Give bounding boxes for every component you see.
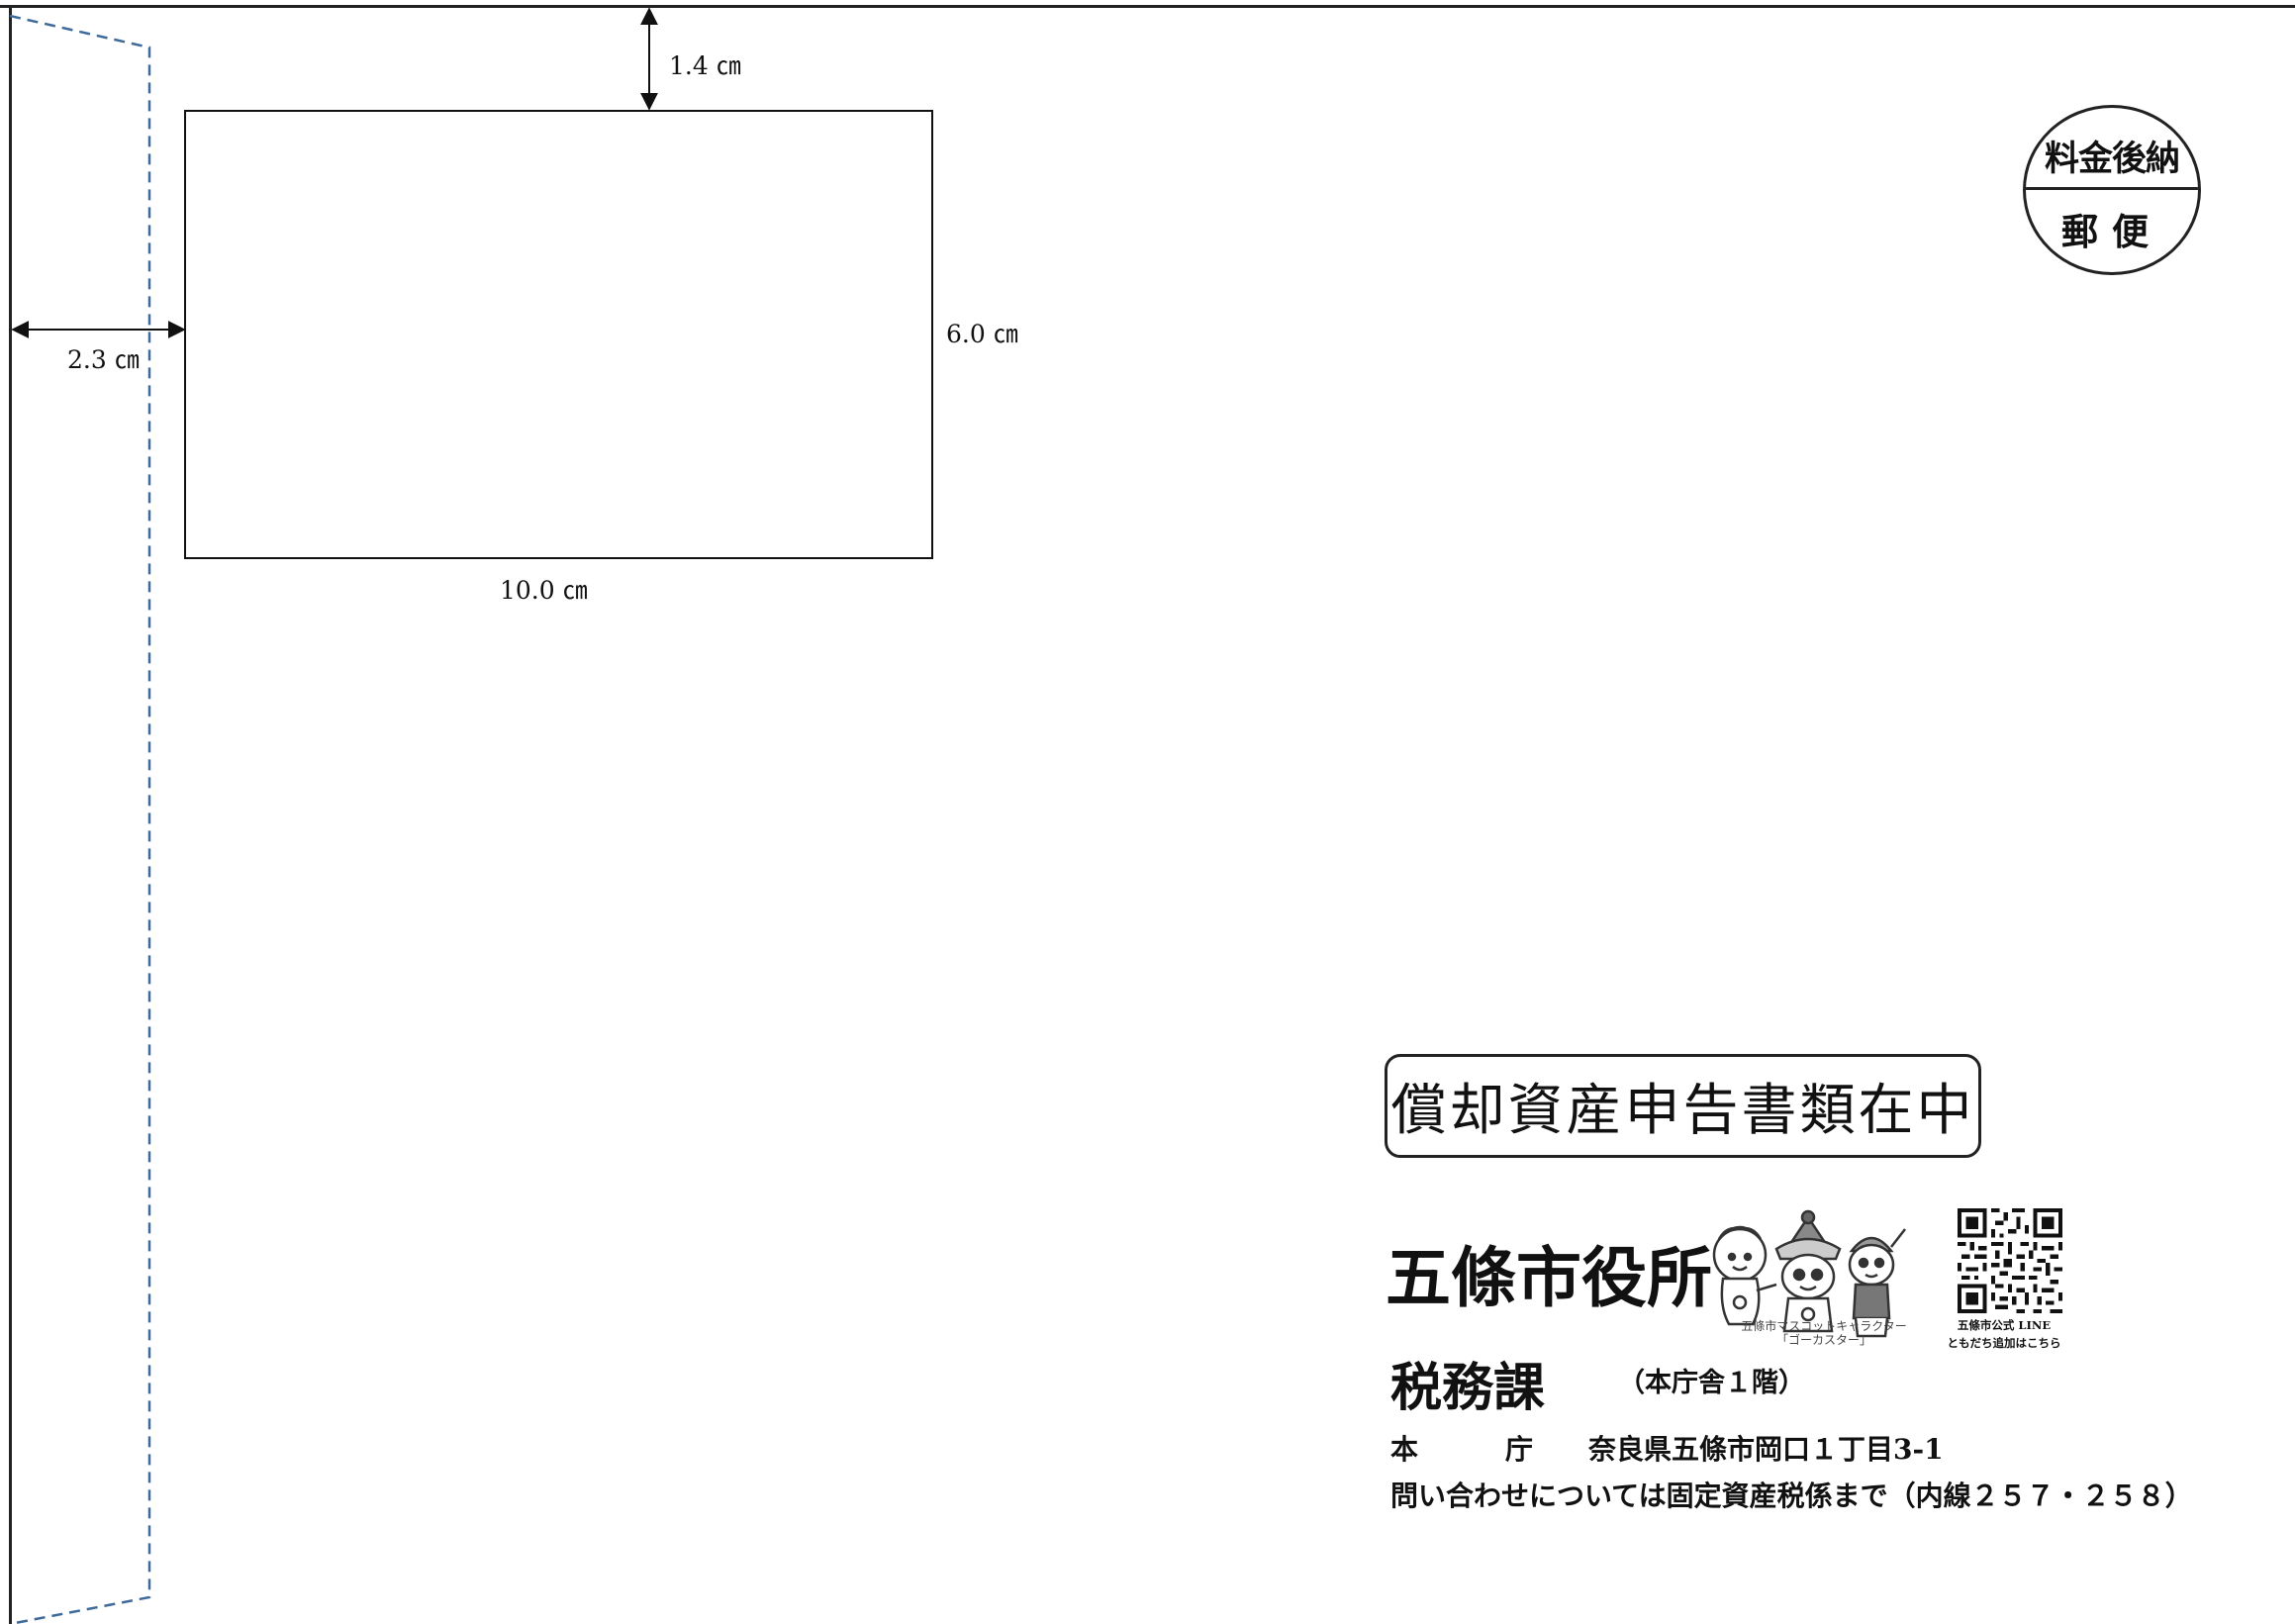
address-label-1: 本 bbox=[1390, 1433, 1419, 1466]
city-office-name: 五條市役所 bbox=[1386, 1239, 1712, 1316]
address-label-2: 庁 bbox=[1505, 1433, 1534, 1466]
qr-caption-line-2: ともだち追加はこちら bbox=[1947, 1336, 2061, 1350]
enclosure-notice: 償却資産申告書類在中 bbox=[1385, 1054, 1981, 1158]
postage-paid-stamp: 料金後納 郵便 bbox=[2023, 105, 2201, 275]
qr-caption: 五條市公式 LINE ともだち追加はこちら bbox=[1930, 1316, 2078, 1352]
qr-caption-line-1: 五條市公式 LINE bbox=[1957, 1318, 2052, 1332]
mascot-illustration bbox=[1712, 1209, 1906, 1338]
mascot-caption-line-1: 五條市マスコットキャラクター bbox=[1741, 1319, 1907, 1333]
contact-info: 問い合わせについては固定資産税係まで（内線２５７・２５８） bbox=[1390, 1480, 2193, 1512]
mascot-caption-line-2: 「ゴーカスター」 bbox=[1775, 1333, 1871, 1347]
left-margin-label: 2.3 ㎝ bbox=[67, 345, 140, 374]
envelope-top-edge bbox=[0, 5, 2295, 8]
top-margin-label: 1.4 ㎝ bbox=[669, 51, 741, 80]
address-window bbox=[184, 110, 933, 559]
address-text: 奈良県五條市岡口１丁目3-1 bbox=[1588, 1433, 1944, 1466]
department-name: 税務課 bbox=[1390, 1358, 1546, 1418]
flap-fold-line bbox=[9, 14, 151, 1624]
address-line: 本 庁 奈良県五條市岡口１丁目3-1 bbox=[1390, 1428, 1944, 1468]
envelope-left-edge bbox=[9, 5, 12, 1624]
department-floor: （本庁舎１階） bbox=[1618, 1368, 1805, 1398]
stamp-line-2: 郵便 bbox=[2061, 210, 2162, 253]
window-width-label: 10.0 ㎝ bbox=[500, 576, 588, 605]
window-height-label: 6.0 ㎝ bbox=[946, 320, 1018, 348]
stamp-line-1: 料金後納 bbox=[2026, 108, 2198, 190]
qr-code bbox=[1958, 1208, 2062, 1313]
mascot-caption: 五條市マスコットキャラクター 「ゴーカスター」 bbox=[1730, 1319, 1918, 1347]
